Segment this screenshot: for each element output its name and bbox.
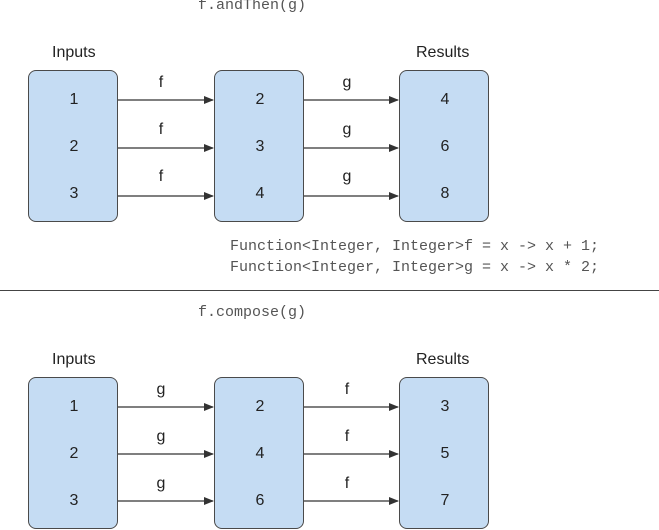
bottom-middle-box: 2 4 6 xyxy=(214,377,304,529)
top-middle-2: 3 xyxy=(255,138,265,155)
bottom-results-label: Results xyxy=(416,351,470,368)
bottom-second-fn-label-2: f xyxy=(344,428,350,445)
top-middle-1: 2 xyxy=(255,91,265,108)
bottom-result-3: 7 xyxy=(440,492,450,509)
top-result-2: 6 xyxy=(440,138,450,155)
top-inputs-box: 1 2 3 xyxy=(28,70,118,222)
top-input-1: 1 xyxy=(69,91,79,108)
top-second-fn-label-3: g xyxy=(342,168,352,185)
bottom-middle-1: 2 xyxy=(255,398,265,415)
top-first-fn-label-2: f xyxy=(158,121,164,138)
function-f-definition: Function<Integer, Integer>f = x -> x + 1… xyxy=(230,238,600,255)
top-result-3: 8 xyxy=(440,185,450,202)
top-input-2: 2 xyxy=(69,138,79,155)
top-second-fn-label-1: g xyxy=(342,74,352,91)
top-second-fn-label-2: g xyxy=(342,121,352,138)
function-g-definition: Function<Integer, Integer>g = x -> x * 2… xyxy=(230,259,600,276)
bottom-result-1: 3 xyxy=(440,398,450,415)
top-result-1: 4 xyxy=(440,91,450,108)
top-middle-3: 4 xyxy=(255,185,265,202)
bottom-input-1: 1 xyxy=(69,398,79,415)
bottom-middle-3: 6 xyxy=(255,492,265,509)
bottom-inputs-box: 1 2 3 xyxy=(28,377,118,529)
top-first-fn-label-3: f xyxy=(158,168,164,185)
top-results-label: Results xyxy=(416,44,470,61)
top-inputs-label: Inputs xyxy=(52,44,96,61)
bottom-input-2: 2 xyxy=(69,445,79,462)
bottom-middle-2: 4 xyxy=(255,445,265,462)
compose-expression: f.compose(g) xyxy=(198,304,307,321)
bottom-results-box: 3 5 7 xyxy=(399,377,489,529)
bottom-second-fn-label-3: f xyxy=(344,475,350,492)
bottom-inputs-label: Inputs xyxy=(52,351,96,368)
top-first-fn-label-1: f xyxy=(158,74,164,91)
bottom-result-2: 5 xyxy=(440,445,450,462)
bottom-second-fn-label-1: f xyxy=(344,381,350,398)
top-middle-box: 2 3 4 xyxy=(214,70,304,222)
top-results-box: 4 6 8 xyxy=(399,70,489,222)
top-input-3: 3 xyxy=(69,185,79,202)
section-divider xyxy=(0,290,659,291)
bottom-first-fn-label-1: g xyxy=(156,381,166,398)
bottom-first-fn-label-3: g xyxy=(156,475,166,492)
bottom-input-3: 3 xyxy=(69,492,79,509)
bottom-first-fn-label-2: g xyxy=(156,428,166,445)
andthen-expression: f.andThen(g) xyxy=(198,0,307,14)
